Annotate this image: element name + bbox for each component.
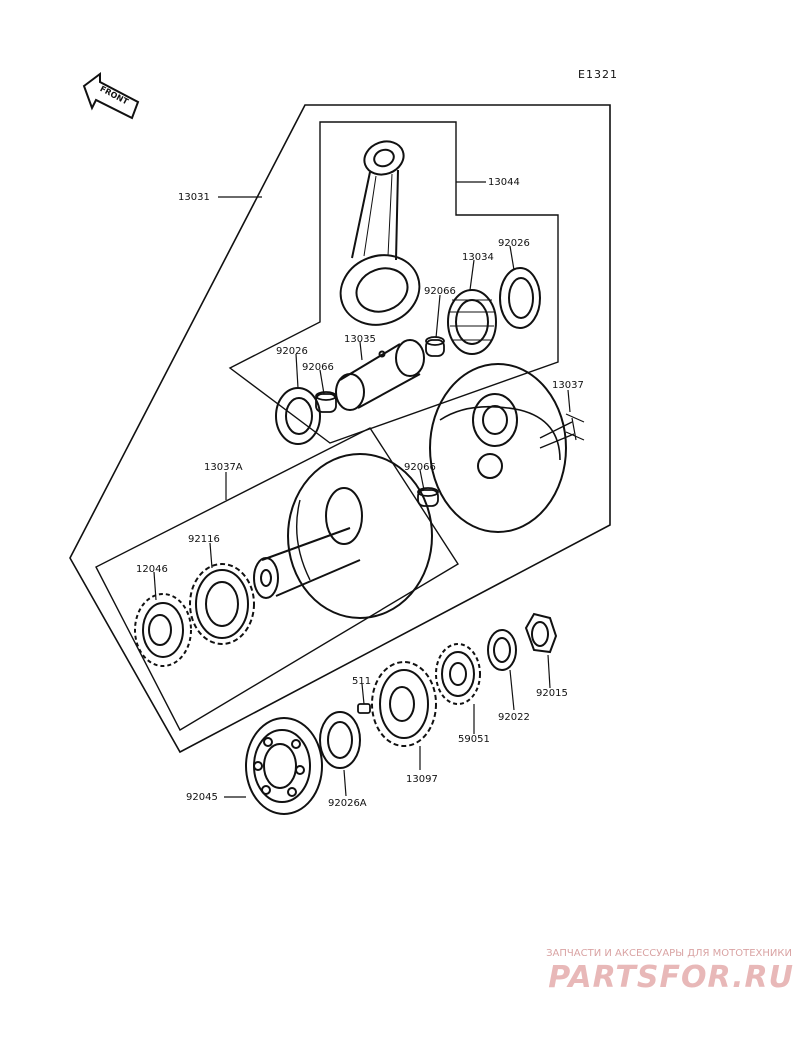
crank-pin-13035: [335, 339, 425, 411]
thrust-washer-92026-left: [275, 387, 321, 445]
label-511: 511: [352, 676, 371, 687]
part-number-labels: 13031 13044 92026 13034 92066 92026 1303…: [136, 177, 584, 809]
assembly-boundary-13037A: [95, 427, 459, 731]
gear-59051: [435, 643, 481, 705]
label-92116: 92116: [188, 534, 220, 545]
watermark-logo: PARTSFOR.RU: [548, 960, 794, 995]
assembly-boundary-13044: [228, 121, 559, 444]
spacer-92066-b: [315, 391, 337, 413]
front-arrow-icon: FRONT: [82, 72, 140, 120]
label-13034: 13034: [462, 252, 494, 263]
label-92022: 92022: [498, 712, 530, 723]
ball-bearing-92045: [245, 717, 323, 815]
label-13097: 13097: [406, 774, 438, 785]
label-13037A: 13037A: [204, 462, 243, 473]
gear-13097: [371, 661, 437, 747]
label-92026-top: 92026: [498, 238, 530, 249]
label-13044: 13044: [488, 177, 520, 188]
label-13037: 13037: [552, 380, 584, 391]
thrust-washer-92026-top: [499, 267, 541, 329]
spacer-92066-a: [425, 336, 445, 357]
gear-92116: [189, 563, 255, 645]
label-92026A: 92026A: [328, 798, 367, 809]
label-13035: 13035: [344, 334, 376, 345]
label-12046: 12046: [136, 564, 168, 575]
label-92045: 92045: [186, 792, 218, 803]
leader-lines: [153, 181, 571, 798]
crank-flywheel-13037: [429, 363, 585, 533]
connecting-rod: [339, 140, 421, 326]
label-92066-c: 92066: [404, 462, 436, 473]
washer-92022: [487, 629, 517, 671]
watermark-tagline: ЗАПЧАСТИ И АКСЕССУАРЫ ДЛЯ МОТОТЕХНИКИ: [546, 948, 792, 959]
assembly-boundary-13031: [69, 104, 611, 754]
label-92015: 92015: [536, 688, 568, 699]
oil-seal-92026A: [319, 711, 361, 769]
woodruff-key-511: [357, 703, 371, 714]
gear-12046: [134, 593, 192, 667]
label-92026-left: 92026: [276, 346, 308, 357]
label-59051: 59051: [458, 734, 490, 745]
label-92066-b: 92066: [302, 362, 334, 373]
label-13031: 13031: [178, 192, 210, 203]
nut-92015: [524, 612, 558, 654]
crank-flywheel-13037A: [253, 453, 433, 619]
label-92066-a: 92066: [424, 286, 456, 297]
needle-bearing-13034: [447, 289, 497, 355]
diagram-code: E1321: [578, 68, 618, 81]
